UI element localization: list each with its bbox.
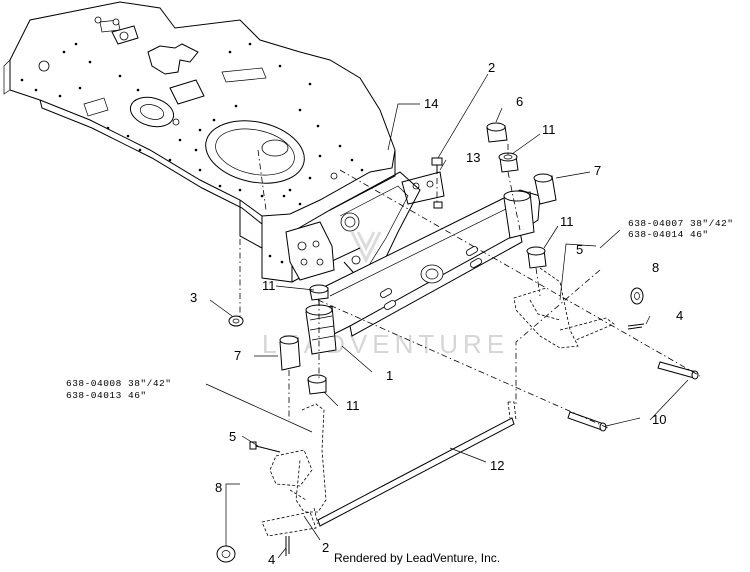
leader-lines — [205, 73, 689, 559]
front-axle — [305, 189, 541, 355]
frame-assembly — [3, 1, 445, 283]
bolt-top — [431, 157, 443, 209]
spindle-left — [261, 403, 327, 537]
part-number-left: 638-04008 38"/42" 638-04013 46" — [66, 378, 171, 401]
small-bolts — [249, 441, 281, 453]
bushing-left — [309, 284, 329, 301]
part-number-right-line-1: 638-04007 38"/42" — [628, 218, 733, 229]
cotter-pins — [285, 323, 645, 556]
callout-2-top: 2 — [488, 60, 495, 75]
callout-13: 13 — [466, 150, 480, 165]
bushing-right-lower — [526, 246, 547, 269]
spindle-right — [513, 267, 615, 349]
callout-12: 12 — [490, 458, 504, 473]
callout-7-right: 7 — [594, 163, 601, 178]
watermark-logo: LEADVENTURE — [262, 231, 509, 359]
bushing-lower — [307, 374, 327, 395]
part-number-right-line-2: 638-04014 46" — [628, 229, 709, 240]
callout-5-right: 5 — [576, 242, 583, 257]
callout-11-right: 11 — [560, 214, 574, 229]
sleeve-right — [533, 173, 557, 205]
nut-left — [228, 315, 244, 327]
bushing-top — [498, 152, 519, 173]
callout-8-right: 8 — [652, 260, 659, 275]
pins — [567, 361, 699, 432]
part-number-right: 638-04007 38"/42" 638-04014 46" — [628, 218, 733, 240]
callout-2-bottom: 2 — [322, 540, 329, 555]
callout-4-left: 4 — [268, 552, 275, 567]
callout-labels: 2 14 6 11 13 7 11 5 8 11 3 4 7 1 11 10 5… — [190, 60, 683, 567]
callout-4-right: 4 — [676, 308, 683, 323]
center-lines — [239, 144, 701, 429]
render-credit: Rendered by LeadVenture, Inc. — [334, 551, 500, 565]
callout-14: 14 — [424, 96, 438, 111]
callout-11-left: 11 — [262, 278, 276, 293]
callout-10: 10 — [652, 412, 666, 427]
callout-5-left: 5 — [229, 429, 236, 444]
sleeve-left — [279, 335, 301, 371]
callout-7-left: 7 — [234, 348, 241, 363]
washer-left — [216, 545, 236, 563]
frame-holes — [20, 42, 364, 264]
callout-3: 3 — [190, 290, 197, 305]
callout-11-top: 11 — [542, 122, 556, 137]
callout-6: 6 — [516, 94, 523, 109]
part-number-left-line-2: 638-04013 46" — [66, 390, 147, 401]
cap — [486, 122, 508, 143]
watermark-text: LEADVENTURE — [262, 329, 509, 359]
washer-right — [630, 287, 644, 305]
callout-8-left: 8 — [215, 480, 222, 495]
tie-rod — [313, 401, 517, 527]
part-number-left-line-1: 638-04008 38"/42" — [66, 378, 171, 389]
callout-1: 1 — [386, 368, 393, 383]
callout-11-lower: 11 — [346, 398, 360, 413]
